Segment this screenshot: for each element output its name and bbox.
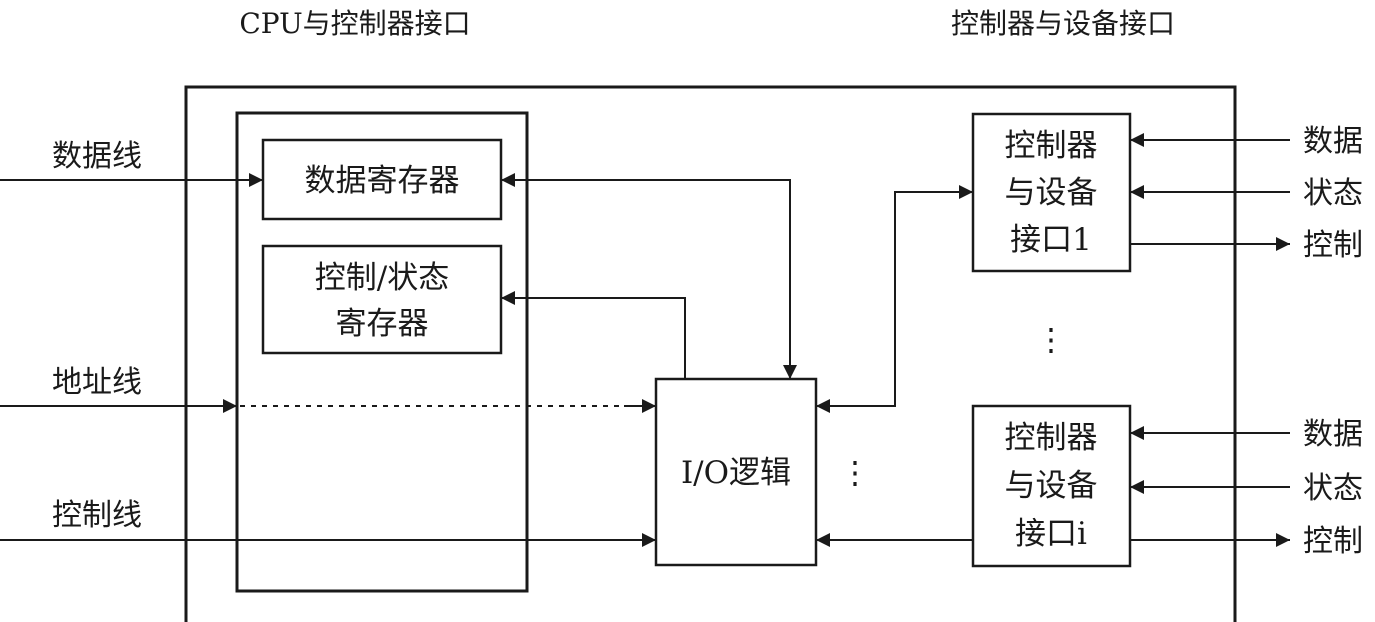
device-interface-i-line2: 与设备 xyxy=(1005,468,1098,504)
device-i-data-label: 数据 xyxy=(1303,417,1363,452)
device-1-control-label: 控制 xyxy=(1303,228,1363,263)
data-register-label: 数据寄存器 xyxy=(305,163,460,199)
device-1-data-label: 数据 xyxy=(1303,124,1363,159)
io-logic-box xyxy=(654,377,818,567)
header-controller-device-interface: 控制器与设备接口 xyxy=(951,7,1175,40)
device-interface-i-line1: 控制器 xyxy=(1005,420,1098,456)
device-interface-1-line1: 控制器 xyxy=(1005,128,1098,164)
device-interface-i-line3: 接口i xyxy=(1015,516,1087,552)
address-line-label: 地址线 xyxy=(52,365,142,400)
device-interfaces-ellipsis: ⋮ xyxy=(1036,322,1067,358)
data-register-to-io-logic-arrow xyxy=(528,179,797,379)
device-interface-1-line2: 与设备 xyxy=(1005,175,1098,211)
io-logic-ellipsis: ⋮ xyxy=(840,455,871,491)
device-interface-1-box xyxy=(971,112,1132,273)
status-register-label-line1: 控制/状态 xyxy=(315,260,449,296)
header-cpu-controller-interface: CPU与控制器接口 xyxy=(239,7,470,40)
device-i-status-label: 状态 xyxy=(1303,471,1363,506)
device-i-control-label: 控制 xyxy=(1303,524,1363,559)
device-1-status-label: 状态 xyxy=(1303,176,1363,211)
io-logic-to-device-interface-1-arrow xyxy=(845,185,973,407)
register-group-frame xyxy=(235,111,529,593)
data-line-label: 数据线 xyxy=(52,139,142,174)
controller-frame xyxy=(184,85,1237,622)
control-line-label: 控制线 xyxy=(52,498,142,533)
status-register-label-line2: 寄存器 xyxy=(336,306,429,342)
device-interface-1-line3: 接口1 xyxy=(1010,222,1092,258)
io-logic-to-status-register-arrow xyxy=(501,291,686,379)
io-logic-label: I/O逻辑 xyxy=(681,455,791,491)
